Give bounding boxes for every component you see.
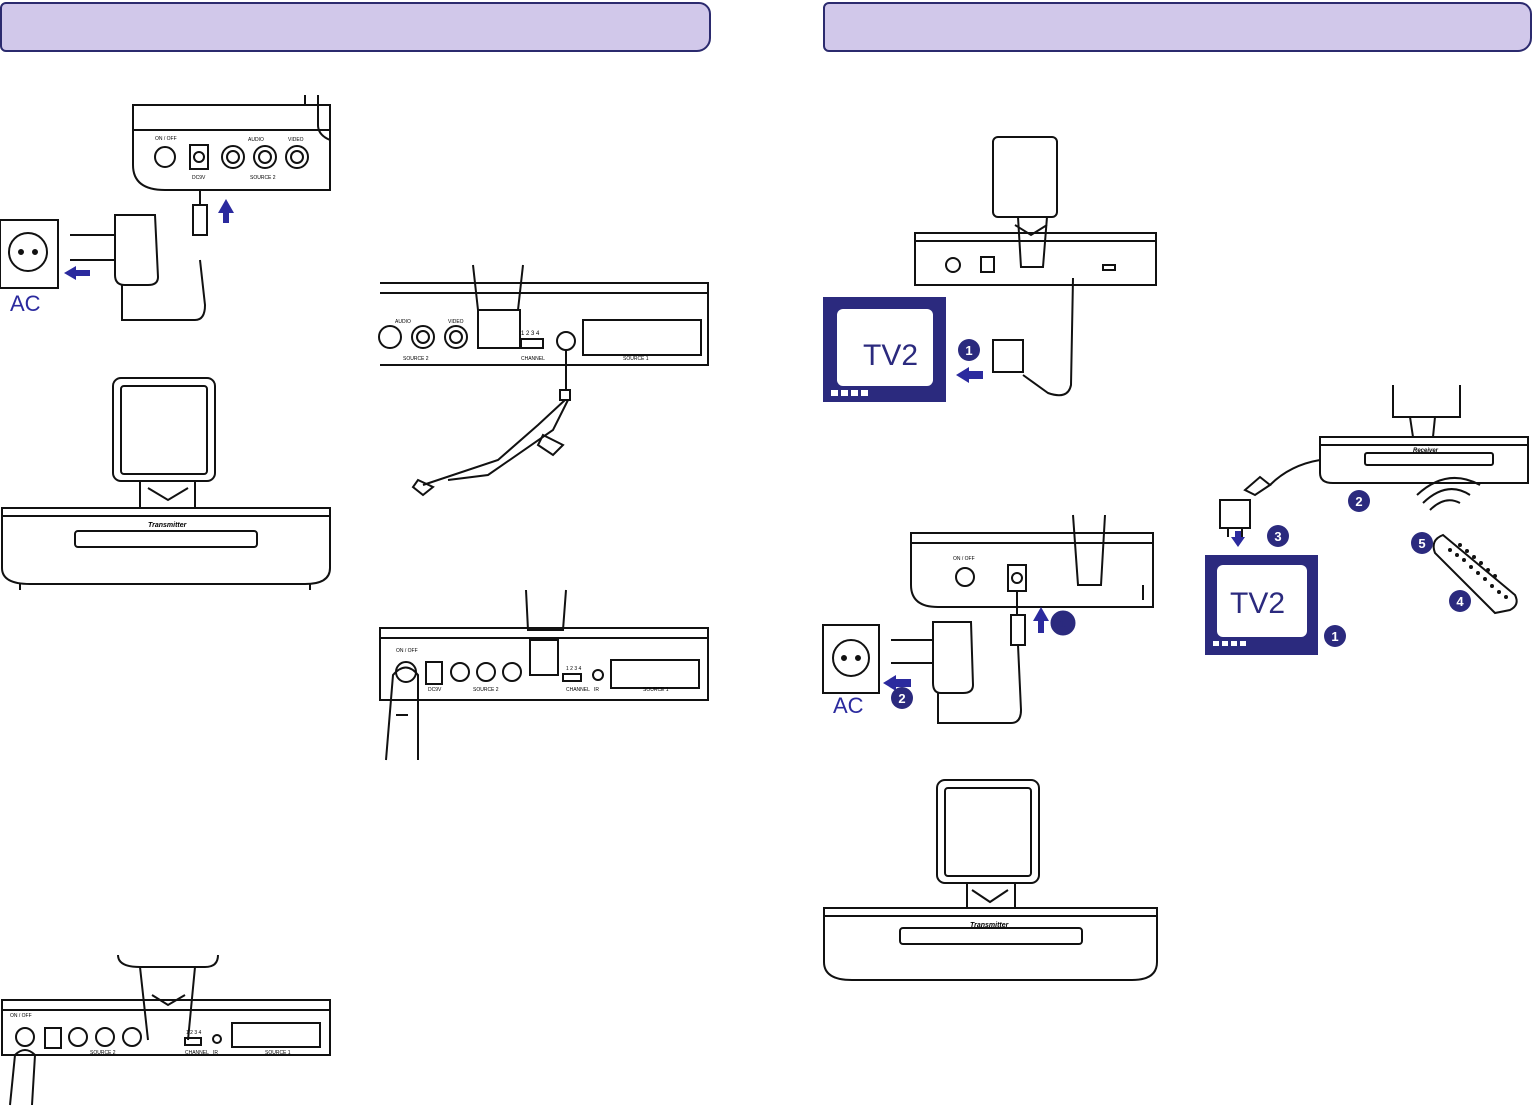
figure-ir-cable-connection: AUDIO VIDEO SOURCE 2 1 2 3 4 CHANNEL SOU… bbox=[378, 265, 713, 500]
channel-label-c: CHANNEL bbox=[185, 1050, 209, 1056]
source2-label-c: SOURCE 2 bbox=[90, 1050, 116, 1056]
channel-label-d: CHANNEL bbox=[521, 356, 545, 362]
svg-text:4: 4 bbox=[1456, 594, 1464, 609]
svg-text:2: 2 bbox=[1355, 494, 1362, 509]
ir-label-c: IR bbox=[213, 1050, 218, 1056]
audio-label-d: AUDIO bbox=[395, 319, 411, 325]
tv-label-f: TV2 bbox=[863, 339, 918, 372]
step-badge-1-f: 1 bbox=[958, 339, 980, 361]
figure-transmitter-front: Transmitter bbox=[0, 378, 335, 603]
dc9v-label-e: DC9V bbox=[428, 687, 442, 693]
left-section-banner bbox=[0, 2, 711, 52]
video-label-a: VIDEO bbox=[288, 137, 304, 143]
right-section-banner bbox=[823, 2, 1532, 52]
tv-label-i: TV2 bbox=[1230, 587, 1285, 620]
figure-power-button-press: ON / OFF DC9V SOURCE 2 1 2 3 4 CHANNEL I… bbox=[378, 590, 713, 760]
transmitter-label-b: Transmitter bbox=[148, 522, 188, 529]
channel-nums-label-e: 1 2 3 4 bbox=[566, 666, 582, 672]
figure-receiver-remote-tv: TV2 Receiver 3 2 5 4 1 bbox=[1205, 385, 1530, 655]
step-badge-4-i: 4 bbox=[1449, 590, 1471, 612]
figure-receiver-tv-connection: TV2 1 bbox=[823, 135, 1163, 402]
video-label-d: VIDEO bbox=[448, 319, 464, 325]
receiver-label-i: Receiver bbox=[1413, 448, 1439, 454]
transmitter-label-h: Transmitter bbox=[970, 922, 1010, 929]
step-badge-1-g: 1 bbox=[1052, 612, 1074, 634]
svg-text:1: 1 bbox=[1059, 616, 1066, 631]
source1-label-c: SOURCE 1 bbox=[265, 1050, 291, 1056]
figure-receiver-power-connection: 1 2 AC ON / OFF bbox=[823, 515, 1158, 735]
ir-label-e: IR bbox=[594, 687, 599, 693]
svg-text:2: 2 bbox=[898, 691, 905, 706]
on-off-label-c: ON / OFF bbox=[10, 1013, 32, 1019]
on-off-label-g: ON / OFF bbox=[953, 556, 975, 562]
figure-transmitter-power-on: ON / OFF SOURCE 2 CHANNEL 1 2 3 4 IR SOU… bbox=[0, 955, 335, 1105]
step-badge-3-i: 3 bbox=[1267, 525, 1289, 547]
step-badge-1-i: 1 bbox=[1324, 625, 1346, 647]
figure-adapter-connection: AC ON / OFF DC9V SOURCE 2 AUDIO VIDEO bbox=[0, 95, 345, 330]
source1-label-d: SOURCE 1 bbox=[623, 356, 649, 362]
svg-text:1: 1 bbox=[1331, 629, 1338, 644]
source1-label-e: SOURCE 1 bbox=[643, 687, 669, 693]
audio-label-a: AUDIO bbox=[248, 137, 264, 143]
source2-label-a: SOURCE 2 bbox=[250, 175, 276, 181]
svg-text:3: 3 bbox=[1274, 529, 1281, 544]
channel-nums-label-c: 1 2 3 4 bbox=[186, 1030, 202, 1036]
svg-text:1: 1 bbox=[965, 343, 972, 358]
on-off-label-a: ON / OFF bbox=[155, 136, 177, 142]
source2-label-e: SOURCE 2 bbox=[473, 687, 499, 693]
ac-label-g: AC bbox=[833, 693, 864, 718]
step-badge-2-g: 2 bbox=[891, 687, 913, 709]
ac-label-a: AC bbox=[10, 291, 41, 316]
dc9v-label-a: DC9V bbox=[192, 175, 206, 181]
source2-label-d: SOURCE 2 bbox=[403, 356, 429, 362]
step-badge-5-i: 5 bbox=[1411, 532, 1433, 554]
on-off-label-e: ON / OFF bbox=[396, 648, 418, 654]
svg-text:5: 5 bbox=[1418, 536, 1425, 551]
channel-nums-label-d: 1 2 3 4 bbox=[521, 331, 540, 337]
channel-label-e: CHANNEL bbox=[566, 687, 590, 693]
figure-transmitter-front-right: Transmitter bbox=[822, 780, 1162, 990]
step-badge-2-i: 2 bbox=[1348, 490, 1370, 512]
